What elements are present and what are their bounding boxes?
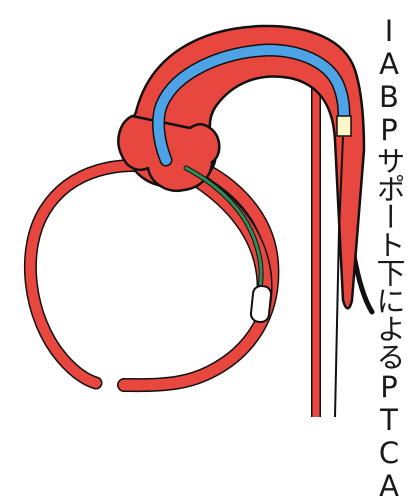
iabp-tip-marker [337, 116, 351, 136]
iabp-ptca-diagram [0, 0, 413, 417]
right-coronary-artery-fill [124, 160, 272, 385]
right-coronary-artery [124, 160, 272, 385]
ptca-balloon [250, 285, 272, 323]
left-coronary-artery-fill [30, 166, 170, 383]
diagram-caption: IABPサポート下によるPTCA [372, 14, 406, 414]
